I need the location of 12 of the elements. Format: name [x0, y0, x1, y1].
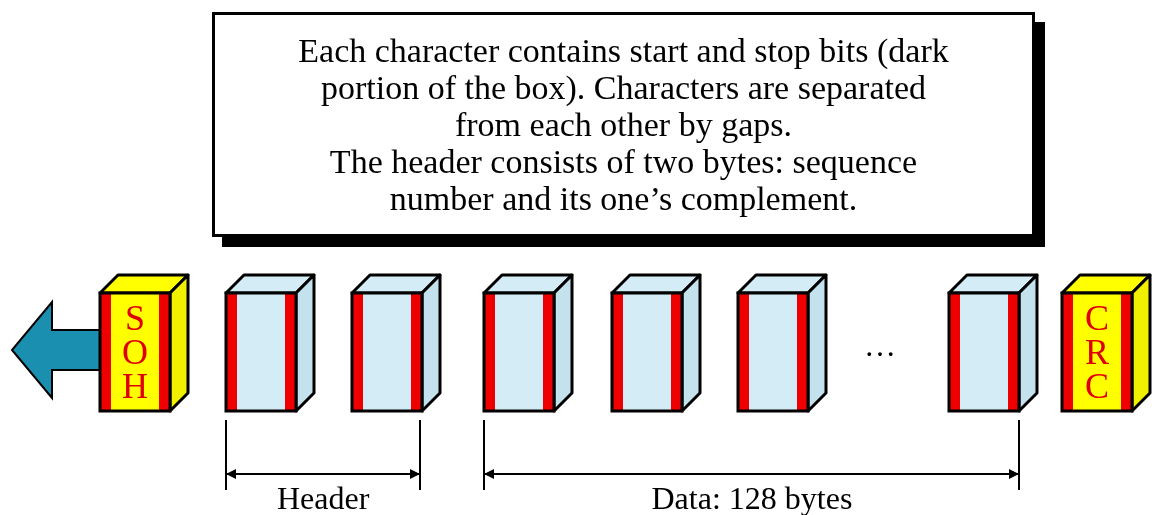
- dimension-label: Header: [277, 481, 370, 515]
- character-block: [612, 275, 700, 411]
- block-label: CRC: [1085, 301, 1109, 403]
- ellipsis: …: [864, 328, 896, 362]
- character-block: [738, 275, 826, 411]
- character-block: [352, 275, 440, 411]
- note-text: The header consists of two bytes: sequence number and its one’s complement.: [328, 143, 919, 217]
- note-text: Each character contains start and stop bits (dark portion of the box). Characters are separated from each other by gaps.: [297, 32, 950, 143]
- character-block: [226, 275, 314, 411]
- block-label: SOH: [122, 301, 148, 403]
- character-block: [484, 275, 572, 411]
- character-block: [949, 275, 1037, 411]
